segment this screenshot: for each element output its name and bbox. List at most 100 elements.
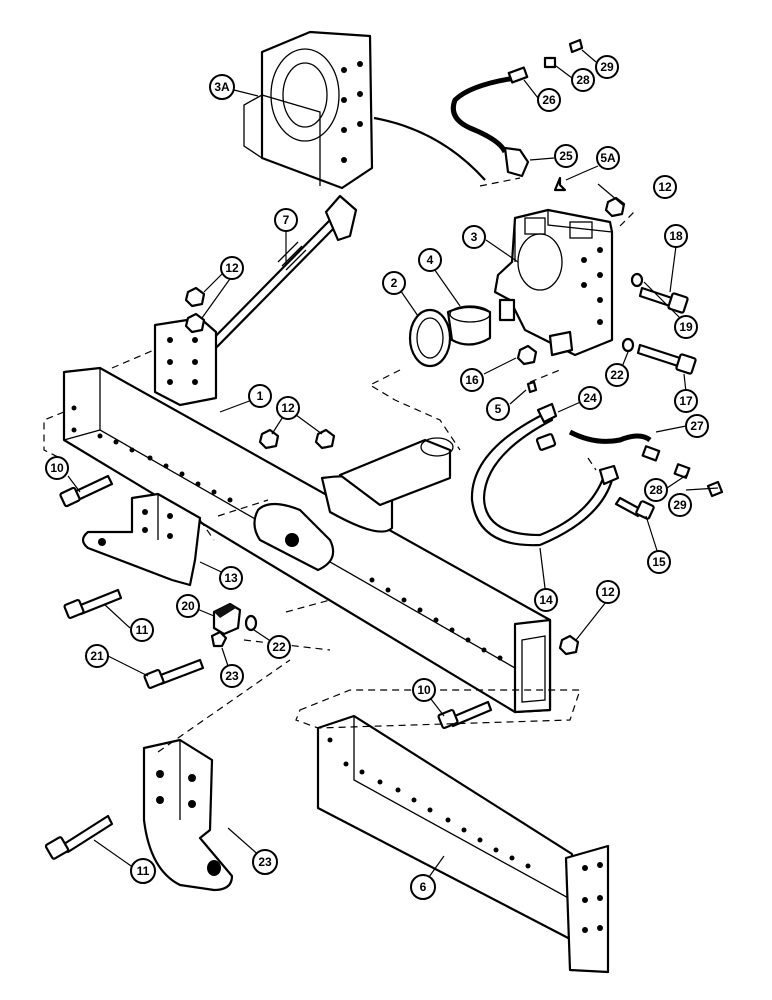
callout-label: 25 xyxy=(559,149,573,163)
callout-label: 2 xyxy=(391,276,398,290)
connector-curve xyxy=(373,116,486,181)
callout-label: 22 xyxy=(610,368,624,382)
callout-label: 29 xyxy=(673,498,687,512)
callout-16: 16 xyxy=(460,368,484,392)
callout-24: 24 xyxy=(578,386,602,410)
callout-2: 2 xyxy=(382,271,406,295)
callout-label: 5A xyxy=(600,151,616,165)
callout-23-small: 23 xyxy=(220,664,244,688)
bolt-15 xyxy=(614,496,655,520)
callout-label: 18 xyxy=(669,229,683,243)
nut-23-small xyxy=(210,630,228,648)
bolt-10-lower xyxy=(437,700,493,729)
callout-label: 24 xyxy=(583,391,597,405)
callout-label: 10 xyxy=(417,683,431,697)
callout-label: 12 xyxy=(225,261,239,275)
callout-label: 23 xyxy=(225,669,239,683)
bolt-18 xyxy=(638,286,689,314)
callout-label: 12 xyxy=(601,585,615,599)
callout-3: 3 xyxy=(462,225,486,249)
callout-label: 14 xyxy=(539,593,553,607)
callout-29-lower: 29 xyxy=(668,493,692,517)
part-3a-housing xyxy=(243,30,374,190)
callout-28-lower: 28 xyxy=(644,478,668,502)
nut-12-right xyxy=(558,634,580,656)
nut-12-beam-a xyxy=(258,428,280,450)
part-4-bushing xyxy=(446,305,492,346)
part-23-lower-bracket xyxy=(142,738,234,892)
nut-16 xyxy=(516,344,538,366)
callout-label: 15 xyxy=(652,555,666,569)
callout-label: 21 xyxy=(90,649,104,663)
callout-label: 27 xyxy=(690,419,704,433)
bolt-10-upper xyxy=(59,474,114,508)
callout-label: 28 xyxy=(576,73,590,87)
callout-label: 20 xyxy=(181,599,195,613)
callout-label: 23 xyxy=(258,855,272,869)
callout-12-left: 12 xyxy=(220,256,244,280)
callout-3a: 3A xyxy=(209,74,235,100)
bolt-17 xyxy=(636,343,697,375)
callout-22-right: 22 xyxy=(605,363,629,387)
hose-assembly-lower xyxy=(535,429,724,498)
callout-5: 5 xyxy=(486,397,510,421)
callout-label: 16 xyxy=(465,373,479,387)
callout-26: 26 xyxy=(537,88,561,112)
callout-5a: 5A xyxy=(596,146,620,170)
callout-23-lower: 23 xyxy=(252,849,278,875)
callout-label: 19 xyxy=(679,320,693,334)
washer-22-lower xyxy=(244,614,258,632)
callout-6: 6 xyxy=(410,874,436,900)
callout-10-upper: 10 xyxy=(45,456,69,480)
callout-11-upper: 11 xyxy=(130,618,154,642)
callout-22-lower: 22 xyxy=(267,635,291,659)
callout-12-beam: 12 xyxy=(276,396,300,420)
callout-label: 5 xyxy=(495,402,502,416)
callout-label: 13 xyxy=(224,571,238,585)
callout-label: 10 xyxy=(50,461,64,475)
callout-29-top: 29 xyxy=(595,55,619,79)
callout-4: 4 xyxy=(418,248,442,272)
callout-12-top: 12 xyxy=(653,175,677,199)
part-14-strap xyxy=(470,402,620,547)
part-7-rod xyxy=(153,194,358,407)
nut-12-top xyxy=(604,196,626,218)
callout-label: 12 xyxy=(658,180,672,194)
nut-12-left-b xyxy=(184,312,206,334)
callout-label: 28 xyxy=(649,483,663,497)
callout-label: 4 xyxy=(427,253,434,267)
bolt-11-upper xyxy=(63,588,123,619)
nut-12-left-a xyxy=(184,286,206,308)
callout-12-right: 12 xyxy=(596,580,620,604)
callout-19: 19 xyxy=(674,315,698,339)
part-6-extension-beam xyxy=(316,714,610,974)
callout-18: 18 xyxy=(664,224,688,248)
nut-12-beam-b xyxy=(314,428,336,450)
part-13-bracket xyxy=(81,492,202,587)
callout-label: 7 xyxy=(283,213,290,227)
callout-label: 22 xyxy=(272,640,286,654)
dashed-guide-lines xyxy=(43,177,637,753)
callout-label: 3 xyxy=(471,230,478,244)
callout-13: 13 xyxy=(219,566,243,590)
callout-11-lower: 11 xyxy=(130,858,156,884)
callout-label: 1 xyxy=(257,389,264,403)
callout-25: 25 xyxy=(554,144,578,168)
callout-label: 29 xyxy=(600,60,614,74)
callout-1: 1 xyxy=(248,384,272,408)
part-3-housing xyxy=(493,176,614,357)
beam-holes xyxy=(71,405,503,661)
callout-15: 15 xyxy=(647,550,671,574)
callout-label: 26 xyxy=(542,93,556,107)
callout-label: 11 xyxy=(137,864,150,878)
hose-assembly-top xyxy=(450,38,584,178)
callout-21: 21 xyxy=(85,644,109,668)
callout-label: 12 xyxy=(281,401,295,415)
callout-28-top: 28 xyxy=(571,68,595,92)
bolt-11-lower xyxy=(44,814,114,860)
washer-22 xyxy=(621,337,635,353)
callout-17: 17 xyxy=(674,389,698,413)
fitting-5 xyxy=(526,380,538,394)
